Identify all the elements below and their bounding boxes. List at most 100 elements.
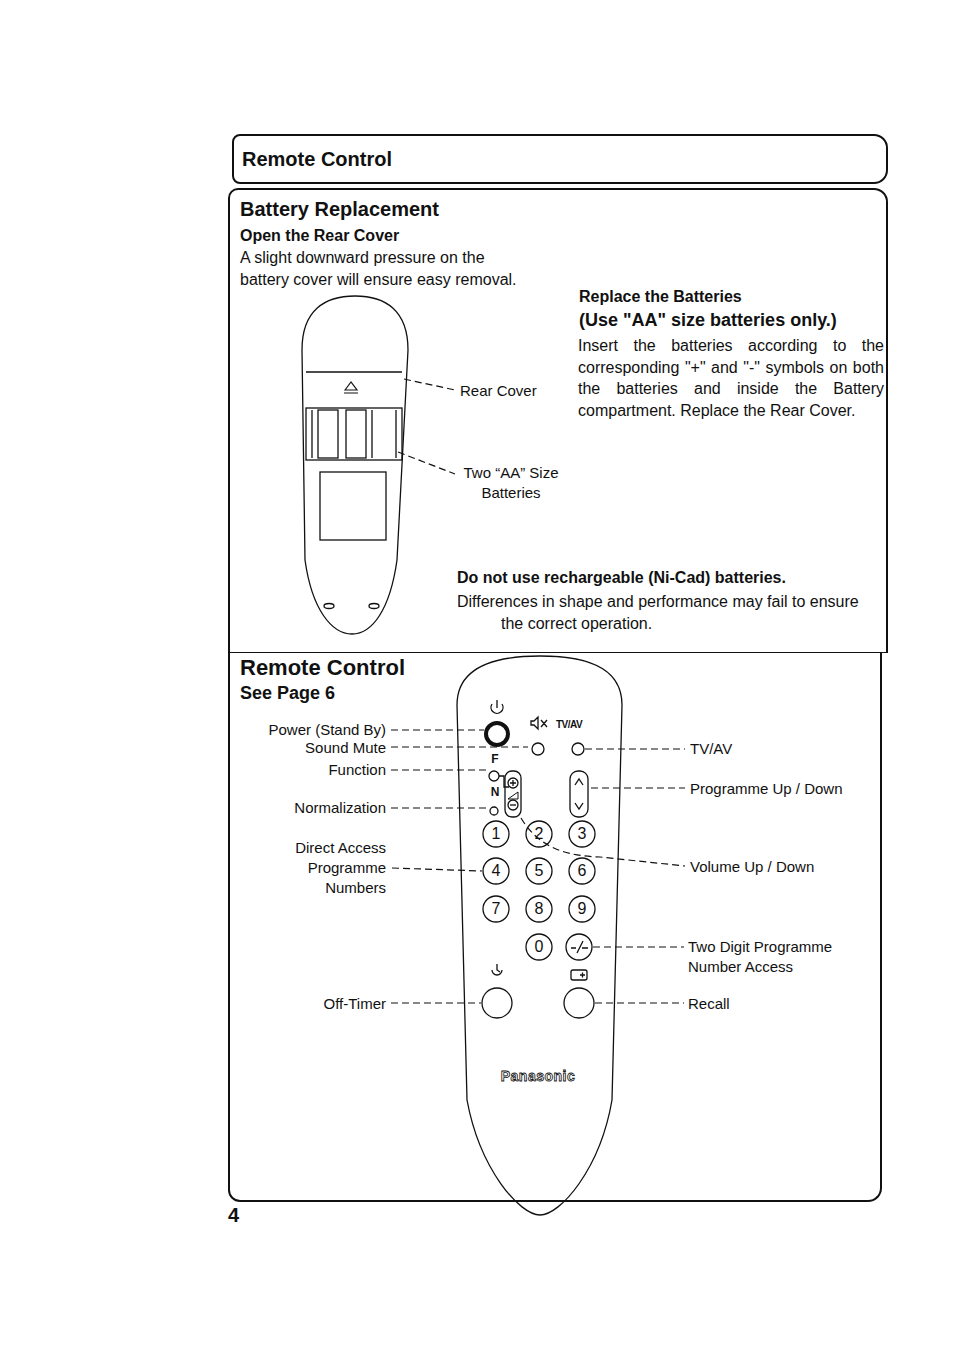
front-remote-part <box>483 858 509 884</box>
rear-remote-part <box>318 410 338 458</box>
front-remote-part <box>569 896 595 922</box>
front-remote-part <box>508 800 518 810</box>
leader-lines-part <box>391 807 488 808</box>
leader-lines-part <box>391 769 487 770</box>
body-text: Insert the batteries according to the co… <box>578 335 884 421</box>
button-marking: F <box>488 753 502 766</box>
leader-lines-part <box>591 787 685 788</box>
front-remote-part <box>492 964 502 975</box>
leader-lines-part <box>391 1002 481 1003</box>
rear-remote-part <box>346 410 366 458</box>
rear-remote-part <box>324 604 334 609</box>
leader-lines <box>391 379 685 1003</box>
button-label: Function <box>236 760 386 780</box>
button-number: 8 <box>526 899 552 919</box>
front-remote-part <box>482 988 512 1018</box>
front-remote-part <box>483 896 509 922</box>
body-text: See Page 6 <box>240 682 460 704</box>
button-label: Off-Timer <box>236 994 386 1014</box>
section-heading: Remote Control <box>240 654 460 682</box>
button-label: Power (Stand By) <box>236 720 386 740</box>
button-label: Normalization <box>236 798 386 818</box>
front-remote-part <box>570 771 588 817</box>
button-number: 6 <box>569 861 595 881</box>
rear-remote-part <box>344 382 358 393</box>
section-heading: Battery Replacement <box>240 196 570 222</box>
body-text: Differences in shape and performance may… <box>457 591 877 635</box>
front-remote-part <box>532 743 544 755</box>
rear-remote-part <box>312 410 396 458</box>
front-remote-part <box>510 780 516 786</box>
rear-remote <box>302 296 408 634</box>
front-remote-part <box>510 804 516 805</box>
button-label: Sound Mute <box>236 738 386 758</box>
section-header-band: Remote Control <box>232 134 888 184</box>
front-remote-part <box>508 778 518 788</box>
button-marking: N <box>488 786 502 799</box>
front-remote-part <box>569 858 595 884</box>
button-number: 1 <box>483 824 509 844</box>
front-remote-part <box>491 700 503 713</box>
front-remote-part <box>526 821 552 847</box>
button-marking: TV/AV <box>556 719 602 731</box>
button-label: Programme Up / Down <box>690 779 890 799</box>
leader-lines-part <box>391 729 484 730</box>
front-remote-part <box>457 656 622 1215</box>
front-remote-part <box>571 941 588 953</box>
button-label: Direct Access Programme Numbers <box>280 838 386 898</box>
button-label: Two Digit Programme Number Access <box>688 937 858 977</box>
button-number: 4 <box>483 861 509 881</box>
rear-remote-part <box>369 604 379 609</box>
leader-lines-part <box>593 946 684 947</box>
body-text: Do not use rechargeable (Ni-Cad) batteri… <box>457 568 877 588</box>
body-text: Replace the Batteries <box>579 287 879 307</box>
rear-remote-part <box>306 408 402 460</box>
leader-lines-part <box>521 818 685 866</box>
brand-logo: Panasonic <box>488 1066 588 1086</box>
body-text: A slight downward pressure on the batter… <box>240 247 522 291</box>
front-remote-part <box>508 792 518 799</box>
leader-lines-part <box>585 748 685 749</box>
front-remote-part <box>566 934 592 960</box>
section-heading: Remote Control <box>242 147 542 171</box>
rear-remote-part <box>306 371 402 372</box>
button-number: 0 <box>526 937 552 957</box>
front-remote-part <box>505 771 521 817</box>
body-text: (Use "AA" size batteries only.) <box>579 309 879 331</box>
rear-remote-part <box>302 296 408 634</box>
front-remote-part <box>526 858 552 884</box>
leader-lines-part <box>391 746 528 747</box>
section-panel: Battery ReplacementOpen the Rear CoverA … <box>228 188 888 653</box>
page-number: 4 <box>228 1203 258 1227</box>
leader-lines-part <box>595 1002 684 1003</box>
leader-lines-part <box>398 452 455 474</box>
front-remote-part <box>571 970 587 980</box>
button-number: 5 <box>526 861 552 881</box>
button-label: TV/AV <box>690 739 810 759</box>
part-label: Two “AA” Size Batteries <box>455 463 567 503</box>
front-remote-part <box>572 743 584 755</box>
front-remote <box>457 656 622 1215</box>
button-number: 2 <box>526 824 552 844</box>
part-label: Rear Cover <box>460 381 580 401</box>
button-label: Recall <box>688 994 808 1014</box>
front-remote-part <box>499 776 509 787</box>
front-remote-part <box>564 988 594 1018</box>
button-number: 3 <box>569 824 595 844</box>
button-number: 9 <box>569 899 595 919</box>
front-remote-part <box>486 723 508 745</box>
front-remote-part <box>575 779 583 809</box>
leader-lines-part <box>392 868 482 871</box>
button-number: 7 <box>483 899 509 919</box>
rear-remote-part <box>320 472 386 540</box>
body-text: Open the Rear Cover <box>240 226 540 246</box>
front-remote-part <box>526 896 552 922</box>
leader-lines-part <box>404 379 455 390</box>
button-label: Volume Up / Down <box>690 857 870 877</box>
front-remote-part <box>489 771 499 781</box>
front-remote-part <box>569 821 595 847</box>
front-remote-part <box>490 807 498 815</box>
front-remote-part <box>531 717 547 729</box>
